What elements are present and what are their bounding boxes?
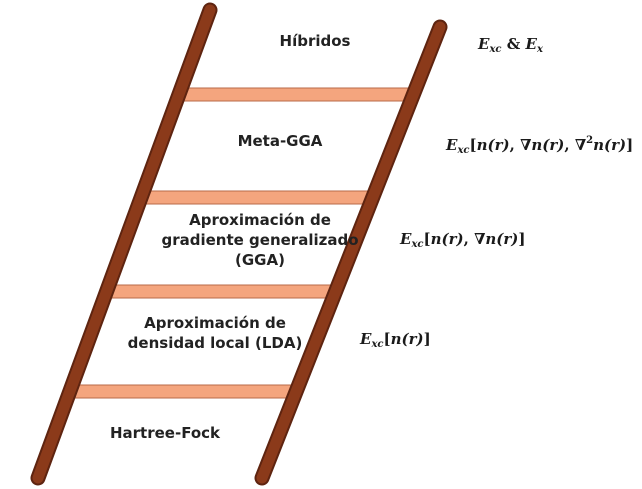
formula-gga: Exc[n(r), ∇n(r)] [400, 230, 526, 250]
ladder-rung-4 [69, 384, 297, 399]
level-label-hartree-fock: Hartree-Fock [109, 424, 221, 442]
ladder-rung-3 [106, 284, 337, 299]
ladder-rung-2 [140, 190, 374, 205]
ladder-rail-right [256, 21, 446, 484]
ladder-rung-1 [178, 87, 414, 102]
lda-line-2: densidad local (LDA) [127, 334, 303, 352]
gga-line-2: gradiente generalizado [161, 231, 359, 249]
formula-lda: Exc[n(r)] [360, 330, 431, 350]
level-label-gga: Aproximación de gradiente generalizado (… [160, 210, 360, 270]
level-label-hibridos: Híbridos [279, 32, 351, 50]
formula-hibridos: Exc & Ex [478, 35, 543, 55]
gga-line-3: (GGA) [235, 251, 285, 269]
ladder-rail-left [32, 4, 216, 484]
level-label-meta-gga: Meta-GGA [237, 132, 323, 150]
level-label-lda: Aproximación de densidad local (LDA) [115, 313, 315, 353]
gga-line-1: Aproximación de [189, 211, 331, 229]
formula-meta-gga: Exc[n(r), ∇n(r), ∇2n(r)] [446, 135, 634, 156]
lda-line-1: Aproximación de [144, 314, 286, 332]
